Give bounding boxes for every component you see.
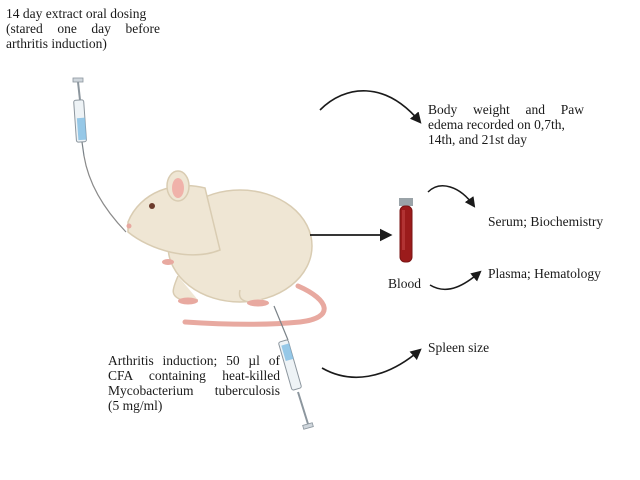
arrow-to-plasma	[429, 270, 482, 291]
induction-note-line4: (5 mg/ml)	[108, 398, 163, 413]
serum-label: Serum; Biochemistry	[488, 214, 604, 229]
induction-note-line2: CFA containing heat-killed	[108, 368, 280, 383]
induction-note: Arthritis induction; 50 µl of CFA contai…	[108, 353, 280, 413]
body-weight-line1: Body weight and Paw	[428, 102, 584, 117]
oral-dosing-syringe-icon	[72, 77, 87, 157]
oral-dosing-note: 14 day extract oral dosing (stared one d…	[6, 6, 160, 51]
blood-label: Blood	[388, 276, 422, 291]
oral-dosing-note-line2: (stared one day before	[6, 21, 160, 36]
rat-tail	[182, 283, 327, 327]
body-weight-line3: 14th, and 21st day	[428, 132, 527, 147]
body-weight-line2: edema recorded on 0,7th,	[428, 117, 565, 132]
induction-note-line1: Arthritis induction; 50 µl of	[108, 353, 280, 368]
plasma-label: Plasma; Hematology	[488, 266, 601, 281]
induction-note-line3: Mycobacterium tuberculosis	[108, 383, 280, 398]
oral-dosing-note-line3: arthritis induction)	[6, 36, 107, 51]
rat-illustration	[126, 170, 313, 307]
blood-tube-icon	[399, 198, 413, 263]
oral-dosing-tube	[83, 155, 127, 233]
arrow-to-spleen	[321, 348, 422, 379]
body-weight-note: Body weight and Paw edema recorded on 0,…	[428, 102, 584, 147]
arrow-to-body-weight	[319, 90, 422, 124]
oral-dosing-note-line1: 14 day extract oral dosing	[6, 6, 147, 21]
arrow-to-serum	[427, 185, 476, 208]
spleen-label: Spleen size	[428, 340, 490, 355]
injection-syringe-icon	[273, 305, 314, 430]
